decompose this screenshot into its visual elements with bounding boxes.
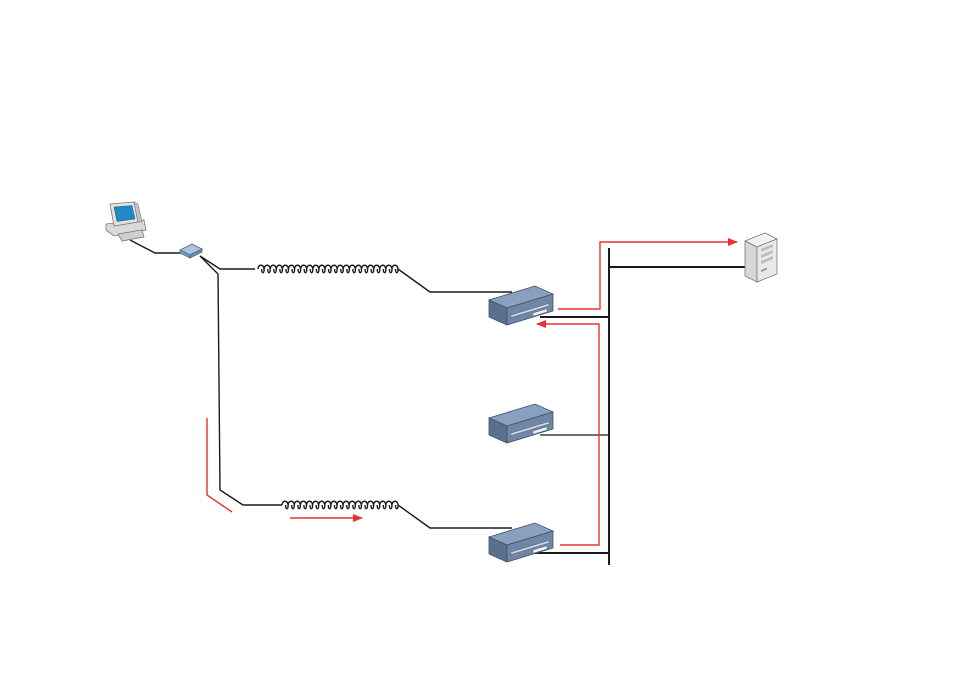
router-middle-icon — [489, 404, 553, 443]
wire-coil-bottom-router — [398, 505, 512, 528]
tower-server-icon — [745, 233, 777, 282]
modem-icon — [180, 244, 202, 258]
flow-arrows — [207, 242, 737, 545]
coil-top — [258, 265, 398, 273]
router-bottom-icon — [489, 523, 553, 562]
coil-bottom — [282, 501, 398, 509]
desktop-computer-icon — [106, 202, 146, 241]
wire-modem-top — [200, 256, 255, 269]
flow-top-router-to-server — [558, 242, 737, 309]
wire-coil-top-router — [398, 269, 512, 292]
wires — [130, 240, 748, 565]
wire-modem-down — [200, 256, 282, 505]
wire-workstation-modem — [130, 240, 182, 253]
